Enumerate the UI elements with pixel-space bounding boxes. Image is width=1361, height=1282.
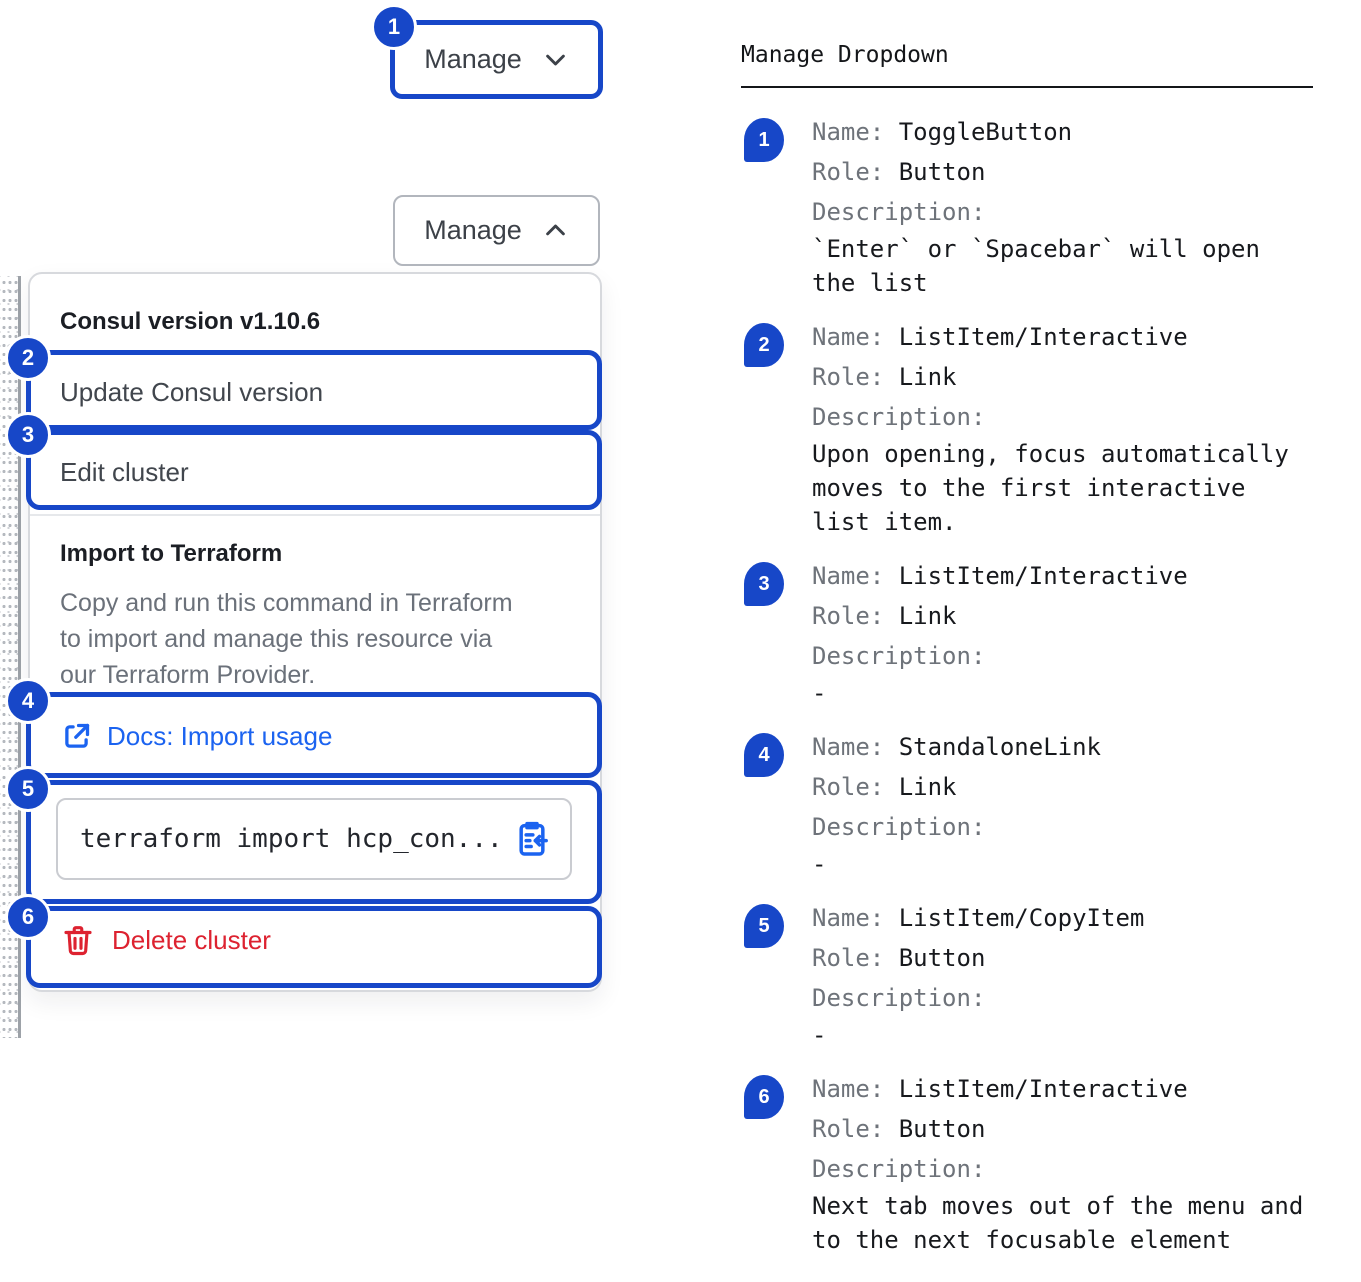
menu-item-update-consul-version[interactable]: Update Consul version: [60, 377, 324, 407]
role-value: Link: [898, 773, 957, 801]
description-value: -: [812, 850, 827, 878]
description-value: Next tab moves out of the menu and to th…: [812, 1192, 1304, 1254]
annotation-badge-5: 5: [5, 766, 51, 812]
role-value: Button: [898, 1115, 986, 1143]
description-value: Upon opening, focus automatically moves …: [812, 440, 1289, 536]
role-value: Button: [898, 158, 986, 186]
chevron-down-icon: [542, 46, 569, 73]
name-label: Name:: [812, 323, 885, 351]
spec-row-text: Name: ListItem/Interactive Role: Link De…: [812, 556, 1342, 710]
description-label: Description:: [812, 403, 986, 431]
description-label: Description:: [812, 984, 986, 1012]
role-label: Role:: [812, 602, 885, 630]
annotation-pin-badge: 6: [744, 1075, 784, 1119]
spec-title-rule: [741, 86, 1313, 88]
delete-cluster-label: Delete cluster: [112, 924, 271, 955]
chevron-up-icon: [542, 217, 569, 244]
menu-item-edit-cluster[interactable]: Edit cluster: [60, 457, 189, 487]
consul-version-header: Consul version v1.10.6: [60, 308, 321, 335]
annotation-pin-badge: 2: [744, 323, 784, 367]
name-label: Name:: [812, 904, 885, 932]
spec-row: 4 Name: StandaloneLink Role: Link Descri…: [744, 727, 1350, 881]
name-value: ToggleButton: [898, 118, 1073, 146]
torn-edge-decoration: [0, 276, 21, 1038]
spec-row: 1 Name: ToggleButton Role: Button Descri…: [744, 112, 1350, 300]
menu-item-delete-cluster[interactable]: Delete cluster: [60, 922, 271, 958]
name-label: Name:: [812, 118, 885, 146]
annotation-badge-1: 1: [371, 4, 417, 50]
description-value: `Enter` or `Spacebar` will open the list: [812, 235, 1260, 297]
focus-ring-update-item: [26, 350, 602, 430]
annotation-badge-2: 2: [5, 335, 51, 381]
spec-title: Manage Dropdown: [741, 42, 949, 68]
name-label: Name:: [812, 1075, 885, 1103]
role-label: Role:: [812, 773, 885, 801]
trash-icon: [60, 922, 96, 958]
spec-row: 5 Name: ListItem/CopyItem Role: Button D…: [744, 898, 1350, 1052]
spec-row: 2 Name: ListItem/Interactive Role: Link …: [744, 317, 1350, 539]
focus-ring-docs-link: [26, 692, 602, 778]
name-value: ListItem/Interactive: [898, 1075, 1188, 1103]
spec-row-text: Name: ListItem/CopyItem Role: Button Des…: [812, 898, 1342, 1052]
spec-row: 3 Name: ListItem/Interactive Role: Link …: [744, 556, 1350, 710]
role-value: Link: [898, 602, 957, 630]
name-value: StandaloneLink: [898, 733, 1101, 761]
role-value: Button: [898, 944, 986, 972]
manage-toggle-label: Manage: [424, 215, 522, 245]
annotation-pin-badge: 4: [744, 733, 784, 777]
manage-toggle-button-collapsed[interactable]: Manage: [390, 20, 603, 99]
manage-toggle-button-expanded[interactable]: Manage: [393, 195, 600, 266]
role-label: Role:: [812, 363, 885, 391]
name-label: Name:: [812, 562, 885, 590]
terraform-command-text: terraform import hcp_con...: [80, 824, 503, 854]
external-link-icon: [60, 720, 93, 753]
import-to-terraform-title: Import to Terraform: [60, 540, 283, 567]
docs-link-label: Docs: Import usage: [107, 721, 333, 751]
spec-row-text: Name: StandaloneLink Role: Link Descript…: [812, 727, 1342, 881]
spec-row: 6 Name: ListItem/Interactive Role: Butto…: [744, 1069, 1350, 1257]
clipboard-copy-icon[interactable]: [512, 819, 552, 859]
description-value: -: [812, 1021, 827, 1049]
spec-row-text: Name: ToggleButton Role: Button Descript…: [812, 112, 1342, 300]
annotation-pin-badge: 5: [744, 904, 784, 948]
manage-toggle-label: Manage: [424, 44, 522, 74]
description-value: -: [812, 679, 827, 707]
spec-rows: 1 Name: ToggleButton Role: Button Descri…: [744, 112, 1350, 1274]
annotation-badge-4: 4: [5, 678, 51, 724]
description-label: Description:: [812, 1155, 986, 1183]
annotation-pin-badge: 3: [744, 562, 784, 606]
name-value: ListItem/Interactive: [898, 323, 1188, 351]
spec-row-text: Name: ListItem/Interactive Role: Link De…: [812, 317, 1342, 539]
spec-row-text: Name: ListItem/Interactive Role: Button …: [812, 1069, 1342, 1257]
description-label: Description:: [812, 813, 986, 841]
docs-import-usage-link[interactable]: Docs: Import usage: [60, 720, 332, 753]
focus-ring-edit-item: [26, 430, 602, 510]
role-value: Link: [898, 363, 957, 391]
annotation-badge-3: 3: [5, 412, 51, 458]
menu-divider: [30, 514, 600, 516]
role-label: Role:: [812, 944, 885, 972]
description-label: Description:: [812, 198, 986, 226]
import-description: Copy and run this command in Terraform t…: [60, 589, 513, 689]
role-label: Role:: [812, 1115, 885, 1143]
terraform-command-copy-field[interactable]: terraform import hcp_con...: [56, 798, 572, 880]
name-label: Name:: [812, 733, 885, 761]
focus-ring-delete-item: [26, 906, 602, 988]
annotation-badge-6: 6: [5, 894, 51, 940]
name-value: ListItem/CopyItem: [898, 904, 1145, 932]
annotation-pin-badge: 1: [744, 118, 784, 162]
name-value: ListItem/Interactive: [898, 562, 1188, 590]
description-label: Description:: [812, 642, 986, 670]
role-label: Role:: [812, 158, 885, 186]
focus-ring-copy-item: [26, 780, 602, 904]
